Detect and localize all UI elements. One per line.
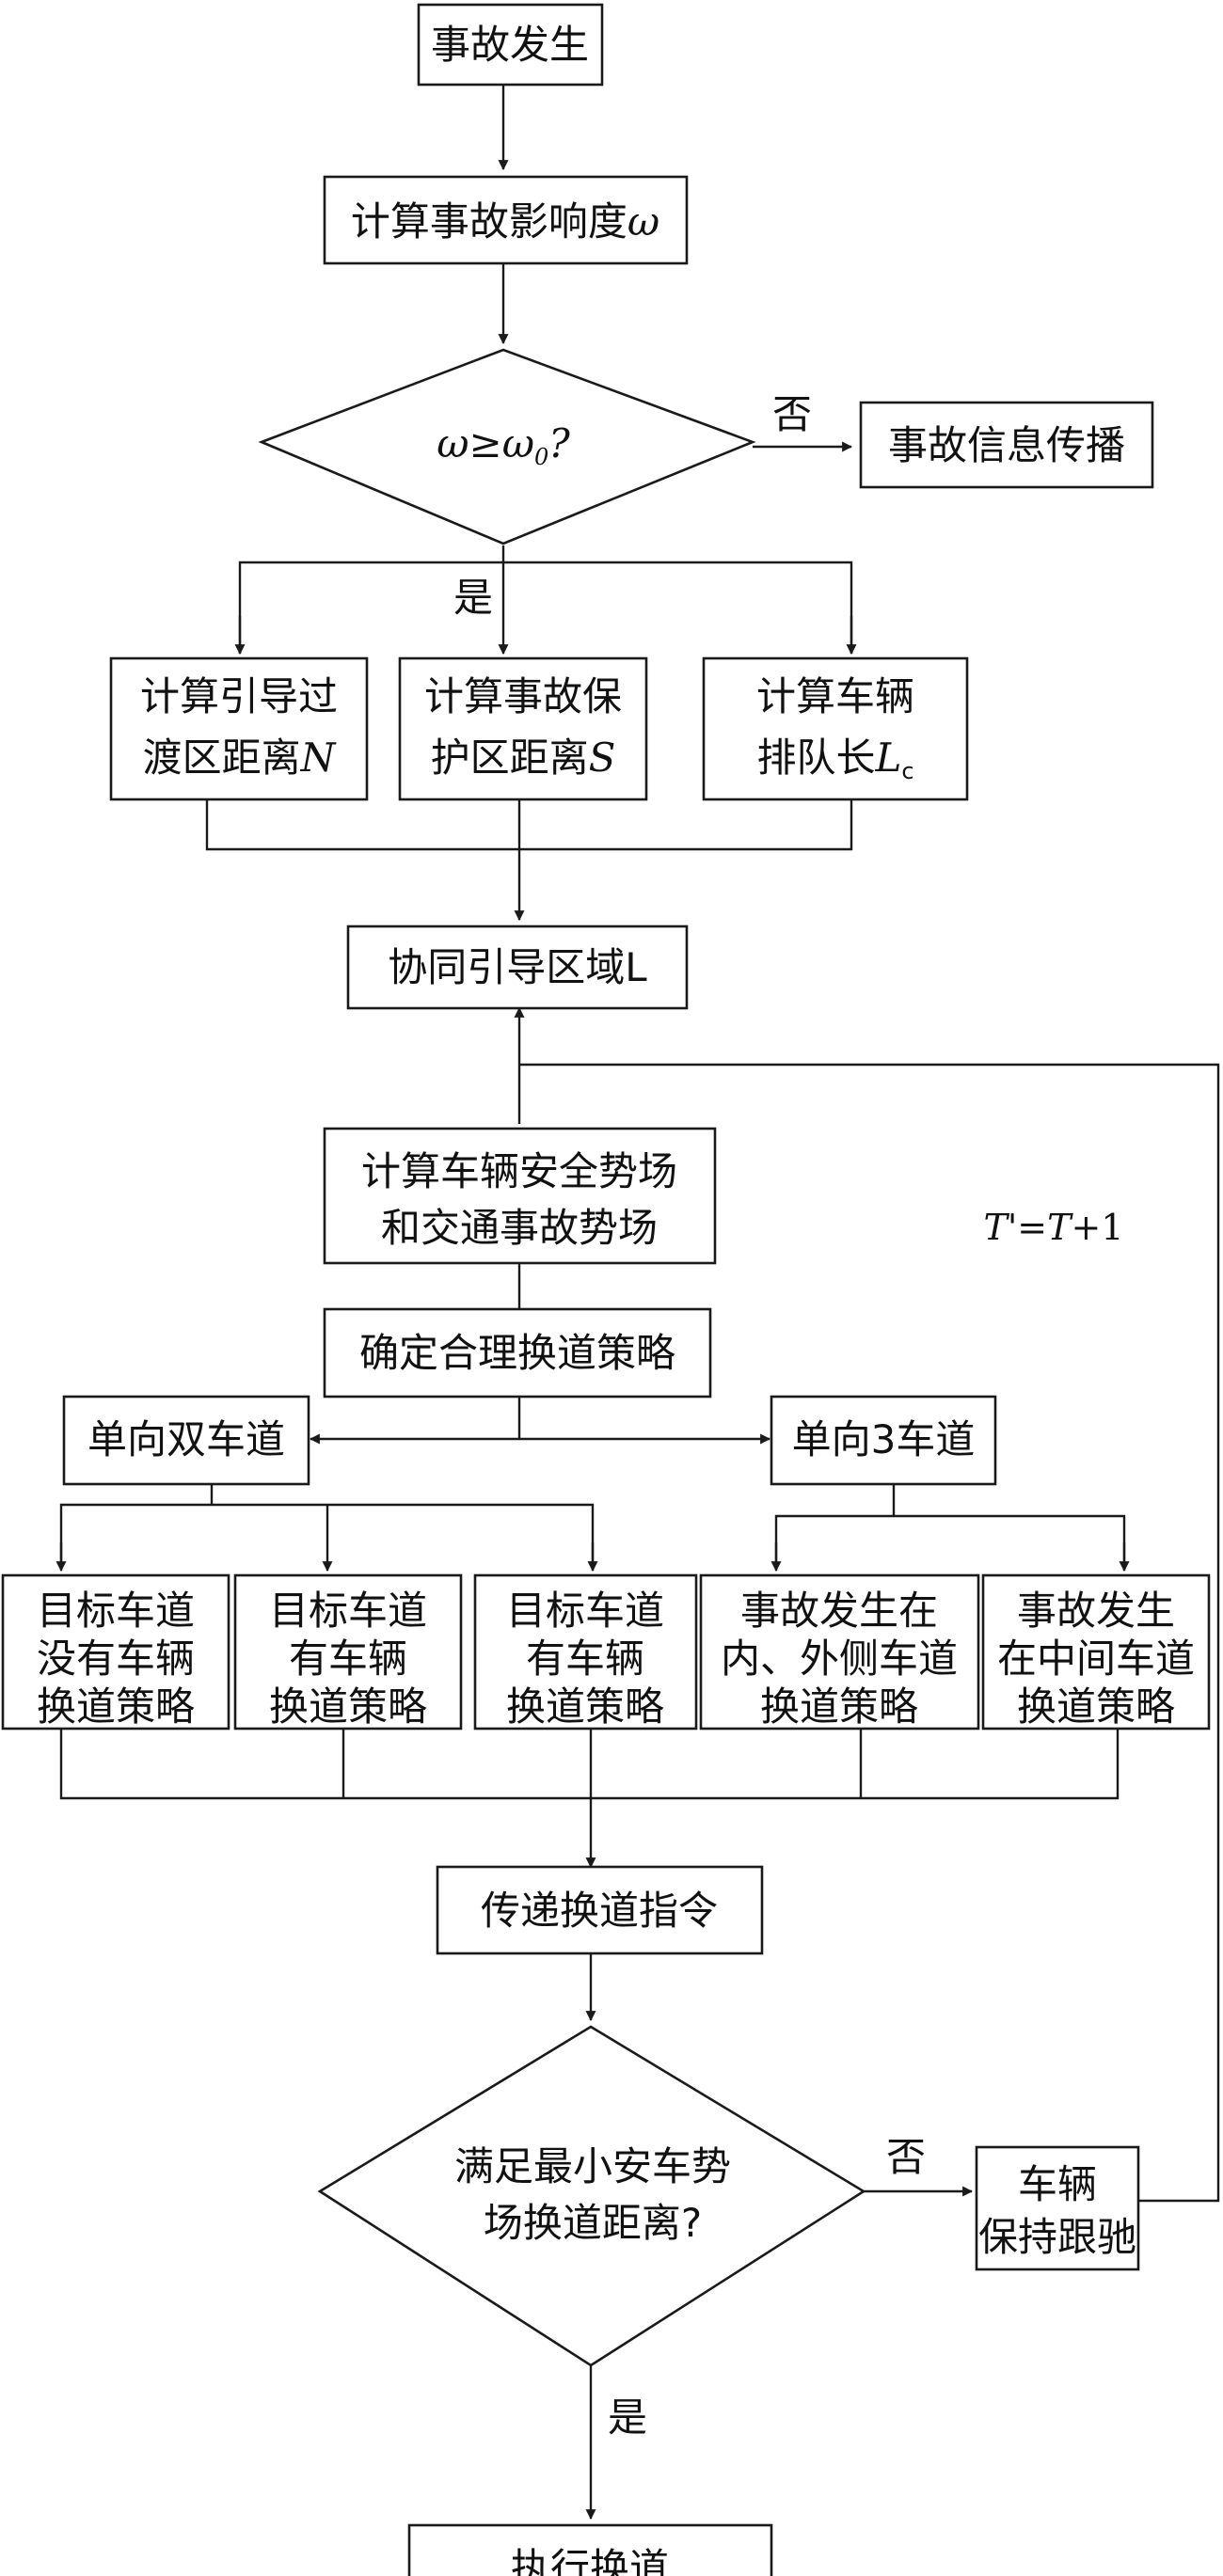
send-label: 传递换道指令 xyxy=(481,1888,718,1934)
leaf4-line3: 换道策略 xyxy=(760,1683,918,1730)
propagate-label: 事故信息传播 xyxy=(888,422,1125,468)
merge-leaves xyxy=(59,1729,1120,1800)
protect-line1: 计算事故保 xyxy=(424,673,622,719)
follow-line2: 保持跟驰 xyxy=(978,2214,1136,2260)
leaf3-line1: 目标车道 xyxy=(506,1588,664,1634)
leaf5-line3: 换道策略 xyxy=(1017,1683,1175,1730)
node-leaf3: 目标车道 有车辆 换道策略 xyxy=(473,1573,698,1731)
node-potential: 计算车辆安全势场 和交通事故势场 xyxy=(323,1127,717,1265)
leaf5-line1: 事故发生 xyxy=(1017,1588,1175,1634)
loop-back-line xyxy=(519,1063,1220,2203)
queue-line1: 计算车辆 xyxy=(756,673,914,719)
execute-label: 执行换道 xyxy=(511,2545,669,2576)
follow-line1: 车辆 xyxy=(1018,2161,1097,2207)
node-region: 协同引导区域L xyxy=(346,925,689,1010)
decision2-line1: 满足最小安车势 xyxy=(454,2143,731,2189)
node-start: 事故发生 xyxy=(417,3,604,87)
node-leaf1: 目标车道 没有车辆 换道策略 xyxy=(1,1573,230,1731)
node-transition: 计算引导过 渡区距离N xyxy=(109,656,369,801)
node-leaf2: 目标车道 有车辆 换道策略 xyxy=(233,1573,463,1731)
leaf2-line1: 目标车道 xyxy=(269,1588,427,1634)
node-impact: 计算事故影响度ω xyxy=(323,175,689,265)
leaf1-line2: 没有车辆 xyxy=(37,1636,195,1682)
potential-line1: 计算车辆安全势场 xyxy=(361,1148,677,1194)
node-protect: 计算事故保 护区距离S xyxy=(398,656,648,801)
strategy-label: 确定合理换道策略 xyxy=(359,1330,675,1376)
threelane-label: 单向3车道 xyxy=(792,1416,976,1462)
transition-line1: 计算引导过 xyxy=(140,673,338,719)
leaf3-line2: 有车辆 xyxy=(526,1636,644,1682)
merge-calc xyxy=(205,799,853,851)
node-leaf4: 事故发生在 内、外侧车道 换道策略 xyxy=(699,1573,980,1731)
edge-label-no2: 否 xyxy=(886,2134,926,2180)
region-label: 协同引导区域L xyxy=(388,944,647,990)
leaf2-line2: 有车辆 xyxy=(289,1636,407,1682)
twolane-label: 单向双车道 xyxy=(87,1416,285,1462)
leaf4-line2: 内、外侧车道 xyxy=(721,1636,958,1682)
node-leaf5: 事故发生 在中间车道 换道策略 xyxy=(981,1573,1211,1731)
leaf3-line3: 换道策略 xyxy=(506,1683,664,1730)
node-twolane: 单向双车道 xyxy=(62,1395,310,1486)
node-decision2: 满足最小安车势 场换道距离? xyxy=(317,2025,866,2367)
node-threelane: 单向3车道 xyxy=(770,1395,997,1486)
leaf4-line1: 事故发生在 xyxy=(740,1588,938,1634)
protect-line2: 护区距离S xyxy=(431,735,616,781)
potential-line2: 和交通事故势场 xyxy=(381,1205,658,1251)
edge-label-yes2: 是 xyxy=(608,2394,647,2441)
impact-label: 计算事故影响度ω xyxy=(351,198,659,245)
fanout-calc xyxy=(238,561,853,654)
node-execute: 执行换道 xyxy=(407,2523,773,2576)
decision1-label: ω≥ω0? xyxy=(437,420,570,470)
node-strategy: 确定合理换道策略 xyxy=(323,1307,712,1399)
leaf5-line2: 在中间车道 xyxy=(997,1636,1195,1682)
loop-label: T'=T+1 xyxy=(983,1207,1123,1248)
queue-line2: 排队长Lc xyxy=(756,735,913,784)
node-decision1: ω≥ω0? xyxy=(258,348,756,545)
node-queue: 计算车辆 排队长Lc xyxy=(702,656,969,801)
leaf2-line3: 换道策略 xyxy=(269,1683,427,1730)
threelane-fan xyxy=(774,1514,1126,1566)
connectors xyxy=(56,85,1220,2521)
edge-label-yes1: 是 xyxy=(453,575,493,621)
decision2-line2: 场换道距离? xyxy=(484,2200,702,2246)
edge-label-no1: 否 xyxy=(772,391,812,437)
leaf1-line3: 换道策略 xyxy=(37,1683,195,1730)
leaf1-line1: 目标车道 xyxy=(37,1588,195,1634)
transition-line2: 渡区距离N xyxy=(143,735,337,781)
node-send: 传递换道指令 xyxy=(436,1865,764,1955)
node-follow: 车辆 保持跟驰 xyxy=(975,2145,1140,2271)
start-label: 事故发生 xyxy=(431,22,589,68)
node-propagate: 事故信息传播 xyxy=(859,401,1154,489)
